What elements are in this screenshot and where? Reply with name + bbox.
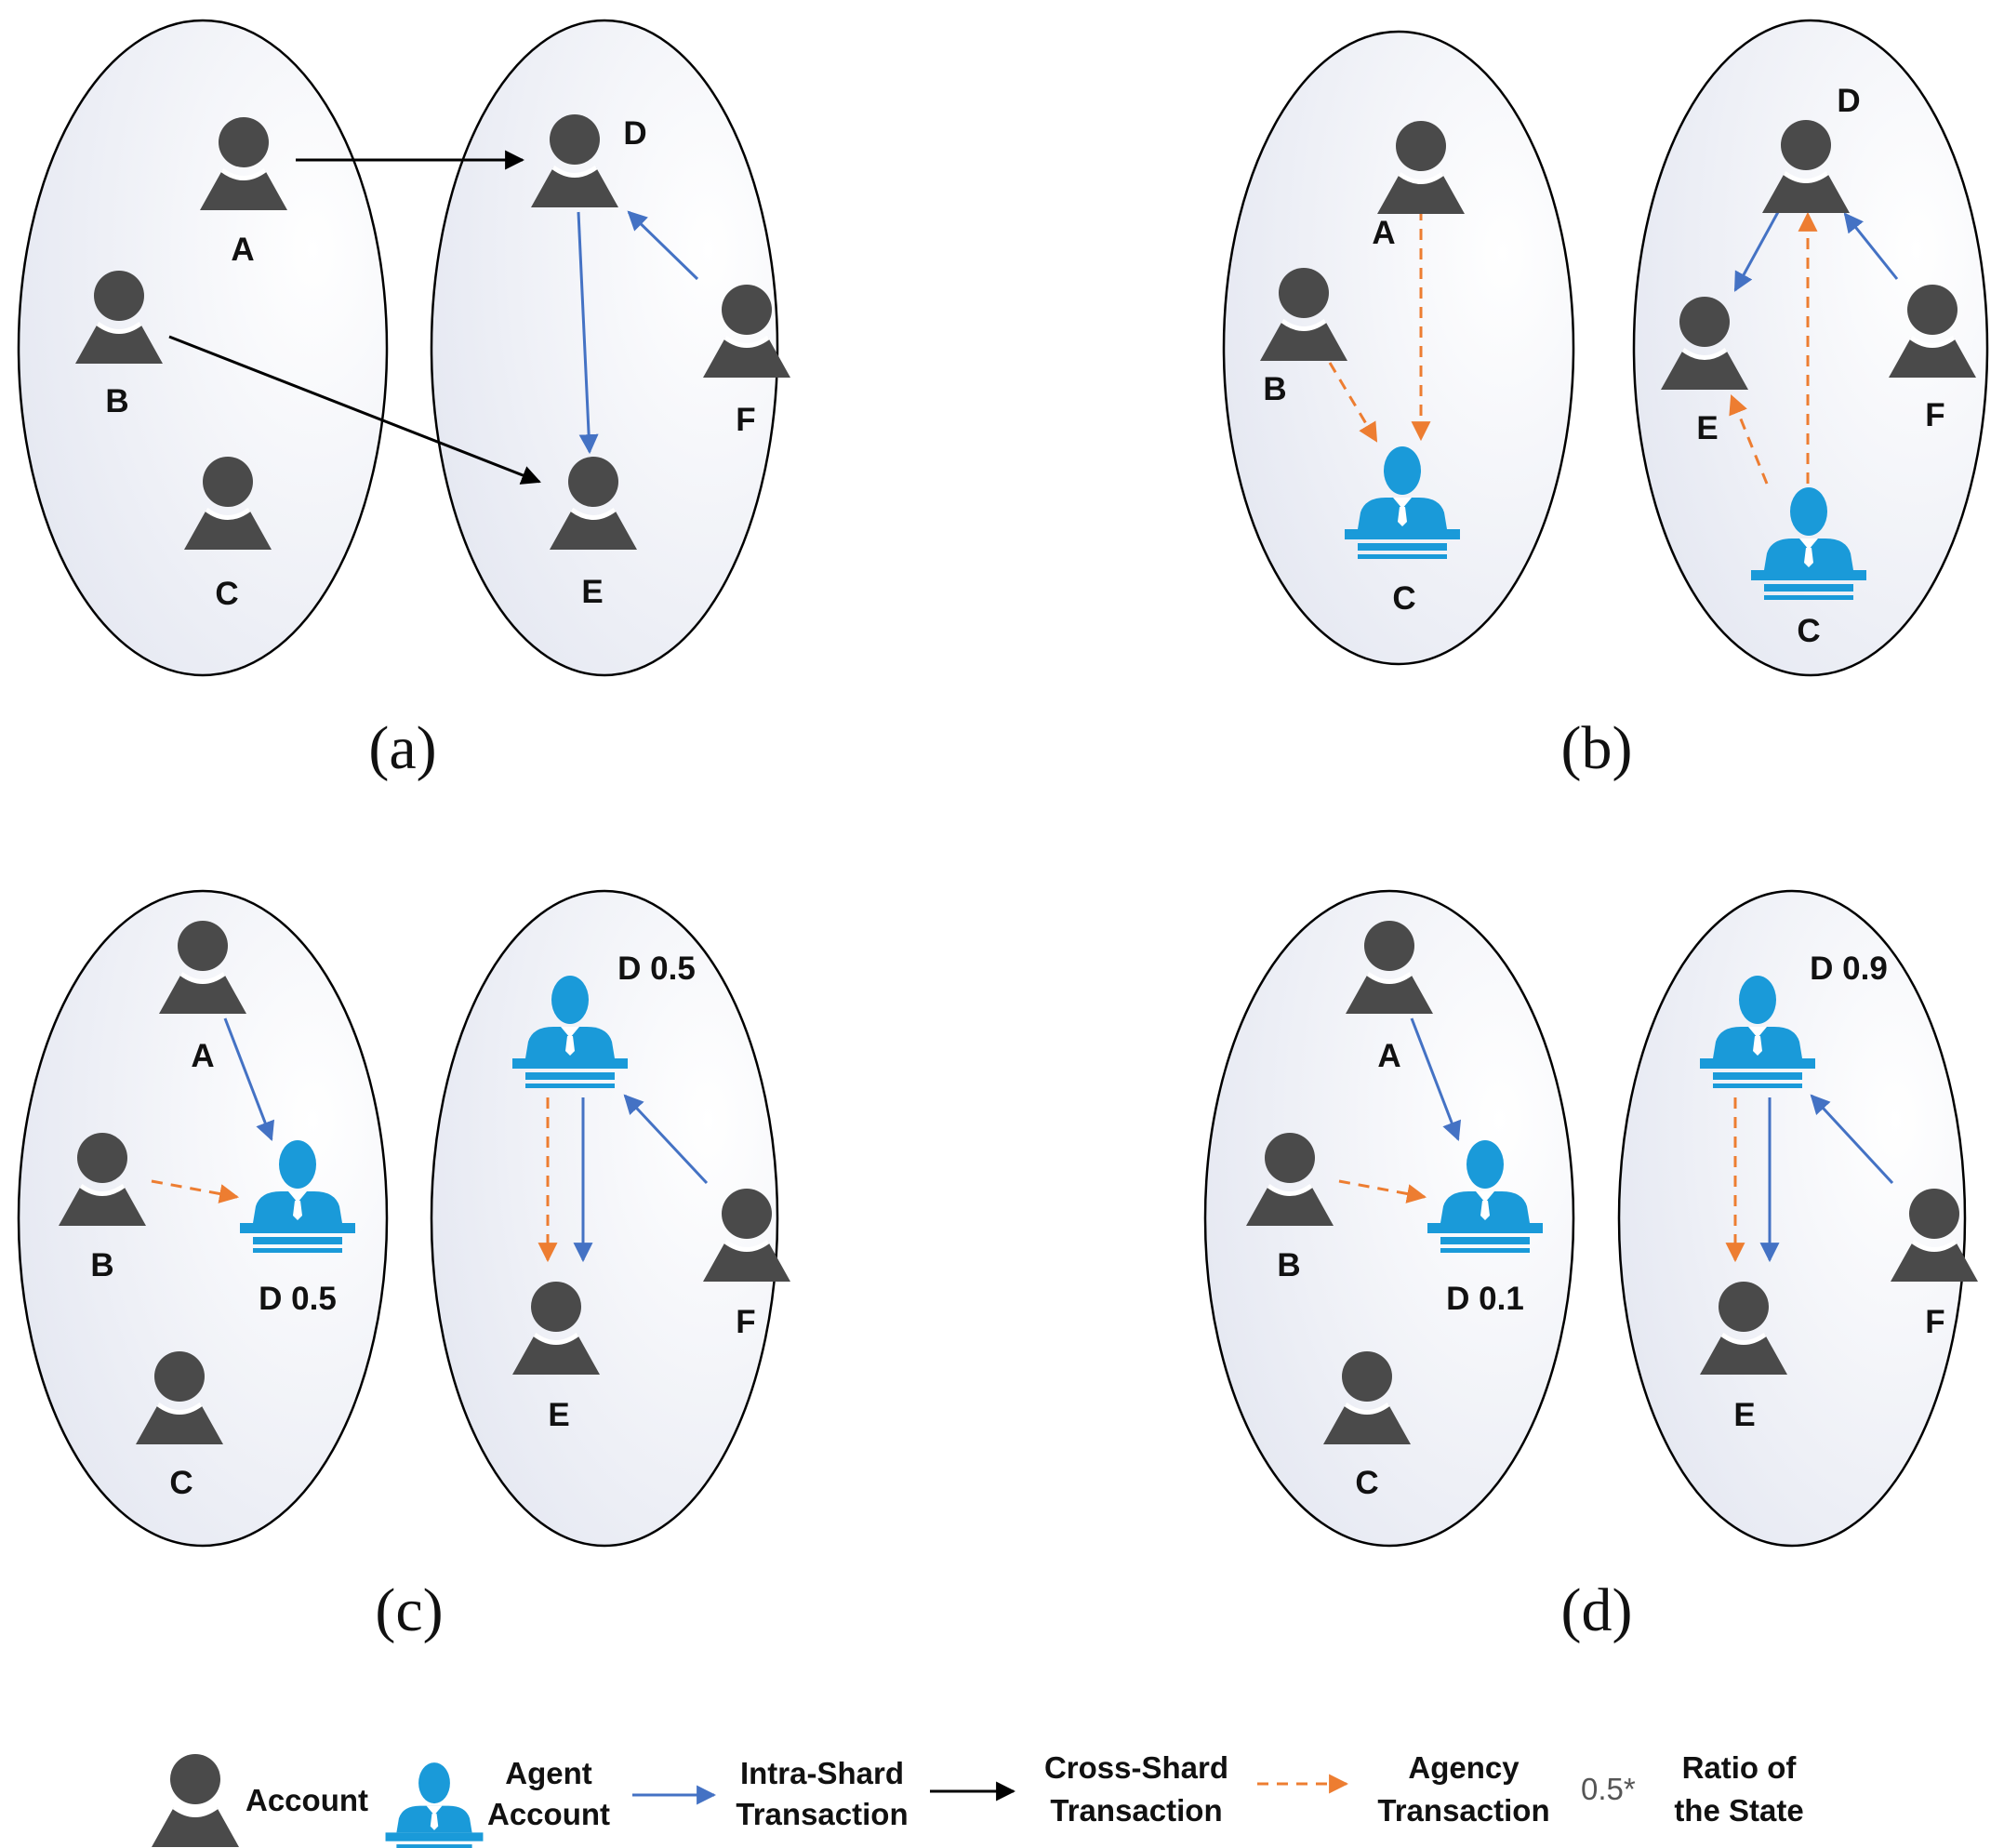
- intra-shard-edge-f-d: [627, 210, 699, 281]
- panel-caption: (c): [375, 1576, 443, 1644]
- shard-right: [430, 889, 779, 1548]
- intra-shard-edge-a-d: [1410, 1017, 1462, 1141]
- node-label: D 0.5: [617, 951, 696, 987]
- node-label: F: [1925, 1304, 1944, 1340]
- shard-left: [1222, 30, 1575, 666]
- legend: Account Agent Account Intra-Shard Transa…: [152, 1750, 1804, 1848]
- agency-edge-b-c: [1328, 362, 1378, 443]
- node-label: D 0.5: [259, 1281, 337, 1317]
- legend-intra-shard-label-line2: Transaction: [736, 1797, 908, 1831]
- cross-shard-edge-b-e: [168, 335, 541, 485]
- intra-shard-edge-d-e: [1733, 211, 1780, 292]
- panel-d: A B C D 0.1 D 0.9 E F (d): [1203, 889, 1978, 1644]
- node-label: A: [231, 232, 254, 268]
- agent-account-icon: [385, 1762, 484, 1848]
- node-label: E: [548, 1397, 569, 1433]
- shard-left: [17, 889, 389, 1548]
- intra-shard-edge-f-d: [623, 1094, 709, 1185]
- node-label: E: [1696, 410, 1718, 446]
- legend-cross-shard-label-line2: Transaction: [1050, 1793, 1222, 1828]
- node-label: C: [169, 1465, 192, 1501]
- panel-a: A B C D E F (a): [17, 19, 790, 782]
- agency-edge-c-e: [1729, 394, 1769, 485]
- node-label: D 0.9: [1810, 951, 1888, 987]
- legend-agent-label-line1: Agent: [505, 1756, 592, 1790]
- intra-shard-edge-a-d: [223, 1017, 275, 1141]
- shard-left: [17, 19, 389, 677]
- intra-shard-edge-f-d: [1810, 1094, 1894, 1185]
- shard-right: [430, 19, 779, 677]
- legend-agent-label-line2: Account: [487, 1797, 610, 1831]
- intra-shard-edge-f-d: [1843, 212, 1899, 280]
- legend-ratio-label-line1: Ratio of: [1682, 1750, 1798, 1785]
- legend-intra-shard-label-line1: Intra-Shard: [740, 1756, 904, 1790]
- account-icon: [152, 1754, 239, 1847]
- node-label: F: [1925, 397, 1944, 433]
- node-label: B: [1263, 371, 1286, 407]
- panel-b: A B C D E F C (b): [1222, 19, 1989, 782]
- shard-left: [1203, 889, 1575, 1548]
- node-label: A: [1372, 215, 1395, 251]
- agency-edge-b-d: [1338, 1179, 1427, 1203]
- shard-right: [1632, 19, 1989, 677]
- node-label: C: [1355, 1465, 1378, 1501]
- legend-agency-label-line2: Transaction: [1377, 1793, 1549, 1828]
- node-label: D: [1837, 83, 1860, 119]
- node-label: C: [1797, 613, 1820, 649]
- panel-caption: (a): [368, 714, 436, 782]
- node-label: B: [90, 1247, 113, 1283]
- node-label: A: [1377, 1038, 1400, 1074]
- node-label: A: [191, 1038, 214, 1074]
- legend-cross-shard-label-line1: Cross-Shard: [1044, 1750, 1228, 1785]
- node-label: B: [105, 383, 128, 419]
- panel-caption: (b): [1561, 714, 1633, 782]
- node-label: B: [1277, 1247, 1300, 1283]
- panel-caption: (d): [1561, 1576, 1633, 1644]
- legend-agency-label-line1: Agency: [1408, 1750, 1520, 1785]
- node-label: D 0.1: [1446, 1281, 1524, 1317]
- node-label: E: [1733, 1397, 1755, 1433]
- node-label: C: [1392, 580, 1415, 617]
- node-label: E: [581, 574, 603, 610]
- panel-c: A B C D 0.5 D 0.5 E F (c): [17, 889, 790, 1644]
- node-label: D: [623, 115, 646, 152]
- legend-account-label: Account: [246, 1783, 368, 1817]
- agency-edge-b-d: [151, 1179, 240, 1203]
- intra-shard-edge-d-e: [577, 211, 599, 455]
- node-label: C: [215, 576, 238, 612]
- node-label: F: [736, 1304, 755, 1340]
- node-label: F: [736, 402, 755, 438]
- legend-ratio-symbol: 0.5*: [1581, 1772, 1636, 1806]
- shard-right: [1617, 889, 1967, 1548]
- legend-ratio-label-line2: the State: [1674, 1793, 1803, 1828]
